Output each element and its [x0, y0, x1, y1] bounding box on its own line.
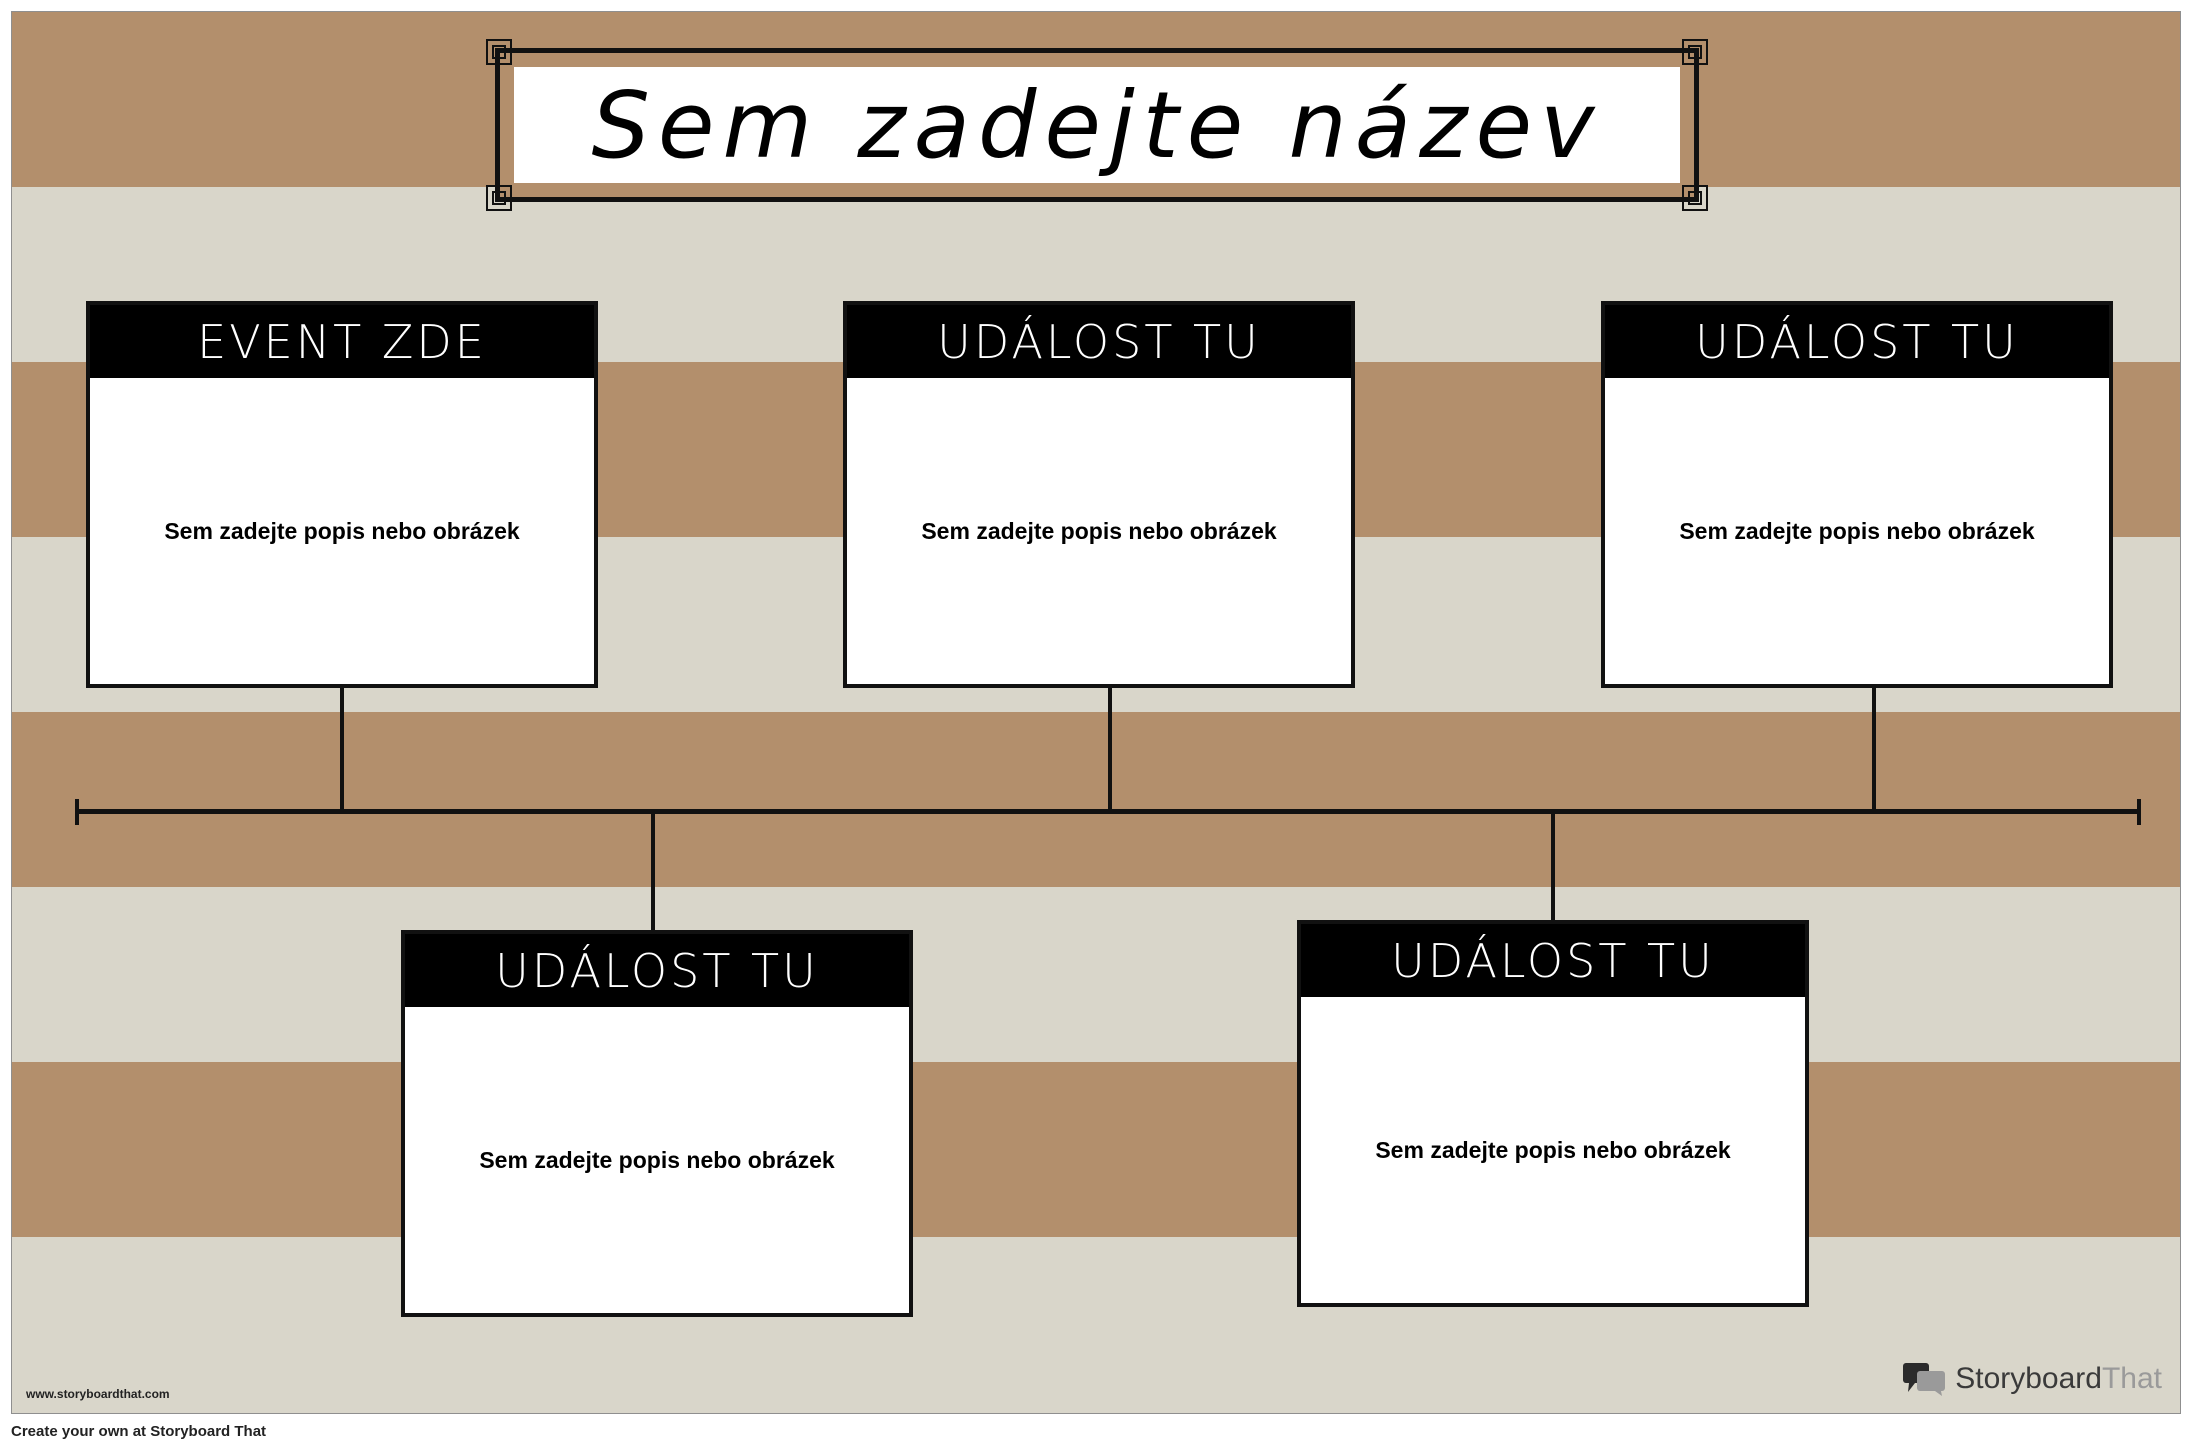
brand-name-b: That [2101, 1362, 2162, 1395]
stripe [12, 1062, 2180, 1237]
timeline-end-cap [2137, 799, 2141, 825]
event-heading: UDÁLOST TU [1301, 924, 1805, 997]
stripe [12, 712, 2180, 887]
corner-handle [1682, 39, 1708, 65]
storyboardthat-logo: StoryboardThat [1901, 1361, 2162, 1397]
event-heading: EVENT ZDE [90, 305, 594, 378]
title-box[interactable]: Sem zadejte název [514, 67, 1680, 183]
event-card[interactable]: UDÁLOST TU Sem zadejte popis nebo obráze… [1601, 301, 2113, 688]
connector-line [1551, 812, 1555, 920]
connector-line [1108, 688, 1112, 812]
event-description: Sem zadejte popis nebo obrázek [1375, 1136, 1731, 1163]
corner-handle [1682, 185, 1708, 211]
title-frame: Sem zadejte název [486, 39, 1708, 211]
create-your-own-link[interactable]: Create your own at Storyboard That [11, 1423, 267, 1440]
event-heading: UDÁLOST TU [1605, 305, 2109, 378]
site-url: www.storyboardthat.com [26, 1387, 170, 1401]
event-card[interactable]: UDÁLOST TU Sem zadejte popis nebo obráze… [843, 301, 1355, 688]
event-card[interactable]: UDÁLOST TU Sem zadejte popis nebo obráze… [401, 930, 913, 1317]
poster-canvas: Sem zadejte název EVENT ZDE Sem zadejte … [11, 11, 2181, 1414]
corner-handle [486, 39, 512, 65]
event-card[interactable]: EVENT ZDE Sem zadejte popis nebo obrázek [86, 301, 598, 688]
event-description: Sem zadejte popis nebo obrázek [921, 517, 1277, 544]
event-description: Sem zadejte popis nebo obrázek [164, 517, 520, 544]
corner-handle [486, 185, 512, 211]
event-description: Sem zadejte popis nebo obrázek [479, 1146, 835, 1173]
event-heading: UDÁLOST TU [405, 934, 909, 1007]
brand-name-a: Storyboard [1955, 1362, 2102, 1395]
connector-line [340, 688, 344, 812]
speech-bubbles-icon [1903, 1363, 1946, 1396]
event-heading: UDÁLOST TU [847, 305, 1351, 378]
connector-line [1872, 688, 1876, 812]
event-card[interactable]: UDÁLOST TU Sem zadejte popis nebo obráze… [1297, 920, 1809, 1307]
event-description: Sem zadejte popis nebo obrázek [1679, 517, 2035, 544]
connector-line [651, 812, 655, 930]
poster-title: Sem zadejte název [591, 71, 1603, 179]
timeline-start-cap [75, 799, 79, 825]
brand-name: StoryboardThat [1955, 1362, 2162, 1396]
